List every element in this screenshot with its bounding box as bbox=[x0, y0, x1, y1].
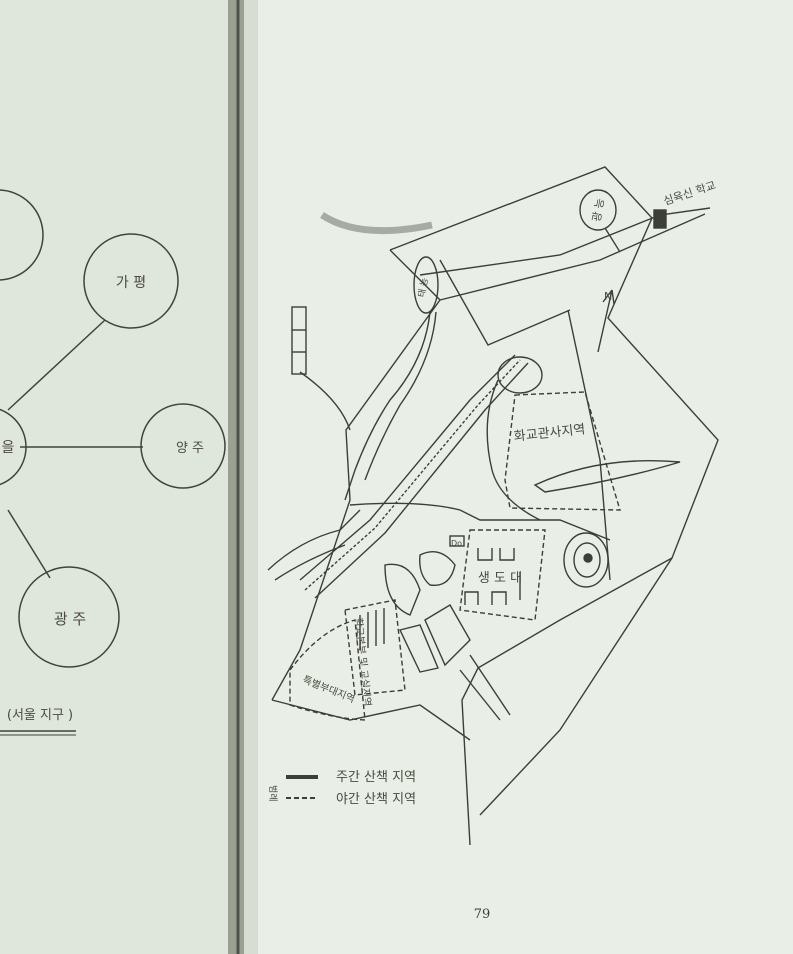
taeneung-road-2 bbox=[364, 311, 437, 481]
node-gapyeong-circle bbox=[83, 233, 179, 329]
loop-road bbox=[497, 356, 543, 394]
north-arrow-head bbox=[602, 289, 615, 305]
page-number: 79 bbox=[474, 907, 491, 922]
boundary-west bbox=[271, 249, 441, 701]
label-north: N bbox=[604, 290, 612, 303]
railway-1 bbox=[299, 354, 516, 581]
area-line-2 bbox=[567, 309, 611, 581]
gwangneung-balloon bbox=[579, 189, 617, 231]
node-gwangju-label: 광 주 bbox=[54, 610, 86, 628]
cadet-bldg-2 bbox=[499, 548, 515, 561]
cadet-bldg-3 bbox=[464, 591, 479, 605]
node-yangju-circle bbox=[140, 403, 226, 489]
road-to-school-2 bbox=[439, 213, 706, 301]
cadet-bldg-1 bbox=[477, 548, 493, 561]
map bbox=[267, 166, 719, 846]
officer-area-dashed bbox=[504, 391, 621, 511]
officer-curve-road bbox=[533, 460, 681, 493]
railway-2 bbox=[304, 359, 521, 591]
link-to-gwangju bbox=[7, 509, 51, 579]
left-caption: (서울 지구 ) bbox=[7, 708, 73, 723]
road-blob-3 bbox=[424, 604, 471, 667]
hq-area-dashed bbox=[344, 599, 406, 696]
taeneung-balloon bbox=[413, 256, 439, 314]
gwangneung-stem bbox=[604, 227, 621, 253]
node-seoul-label: 을 bbox=[2, 440, 15, 456]
hill-outer bbox=[563, 532, 609, 588]
page-fold-shade bbox=[244, 0, 258, 954]
school-gate-hatch bbox=[653, 209, 667, 229]
legend-title: 범례 bbox=[267, 785, 278, 802]
curve-road bbox=[486, 379, 541, 521]
label-cadet-corps: 생 도 대 bbox=[478, 571, 522, 586]
node-gapyeong-label: 가 평 bbox=[116, 275, 146, 291]
hill-mid bbox=[573, 542, 601, 578]
railway-3 bbox=[314, 362, 529, 599]
link-to-gapyeong bbox=[7, 319, 106, 411]
taeneung-road bbox=[344, 311, 431, 501]
label-taeneung: 태 능 bbox=[416, 277, 430, 298]
label-officer-area: 화교관사지역 bbox=[513, 422, 586, 444]
legend: 범례 주간 산책 지역 야간 산책 지역 bbox=[267, 770, 416, 807]
area-line-1 bbox=[439, 259, 571, 346]
road-blob-2 bbox=[384, 563, 421, 616]
ink-smudge bbox=[320, 212, 433, 235]
side-road-1 bbox=[299, 371, 351, 431]
node-gwangju-circle bbox=[18, 566, 120, 668]
north-arrow bbox=[597, 289, 613, 353]
cadet-area-dashed bbox=[459, 529, 546, 621]
book-gutter bbox=[228, 0, 244, 954]
left-diagram bbox=[0, 189, 226, 668]
left-page bbox=[0, 0, 232, 954]
label-gwangneung: 광 능 bbox=[590, 197, 607, 223]
node-yangju-label: 양 주 bbox=[176, 441, 204, 456]
road-blob-4 bbox=[399, 624, 439, 673]
diag-road-3 bbox=[469, 654, 511, 716]
hill-top bbox=[583, 553, 593, 563]
side-road-3 bbox=[274, 544, 346, 581]
node-seoul-circle bbox=[0, 408, 27, 486]
legend-solid-label: 주간 산책 지역 bbox=[336, 770, 416, 785]
cadet-bldg-4 bbox=[491, 591, 507, 605]
boundary-south bbox=[271, 699, 471, 741]
label-do: Do bbox=[451, 539, 462, 548]
diag-road-2 bbox=[459, 669, 501, 721]
right-page bbox=[240, 0, 793, 954]
legend-dashed-label: 야간 산책 지역 bbox=[336, 792, 416, 807]
special-forces-area bbox=[289, 619, 366, 721]
boundary-southeast bbox=[479, 557, 673, 816]
main-diagonal-road bbox=[349, 502, 611, 541]
road-blob-1 bbox=[419, 551, 456, 587]
tower-block bbox=[291, 306, 307, 375]
do-structure bbox=[449, 535, 465, 547]
node-top-partial-circle bbox=[0, 189, 44, 281]
campus-boundary bbox=[389, 166, 719, 846]
side-road-2 bbox=[267, 509, 361, 571]
